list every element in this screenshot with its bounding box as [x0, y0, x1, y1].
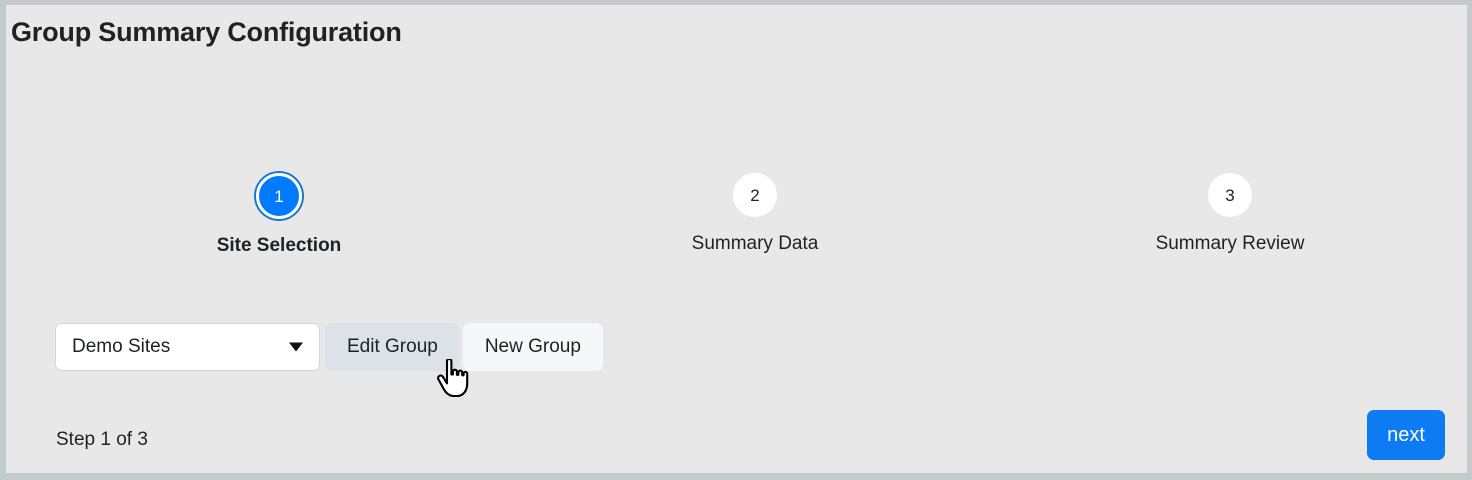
stepper-step-3-label: Summary Review [1155, 233, 1305, 254]
group-controls-row: Demo Sites Edit Group New Group [55, 323, 603, 371]
group-select-value: Demo Sites [72, 336, 171, 357]
stepper-step-2-label: Summary Data [691, 233, 819, 254]
page-title: Group Summary Configuration [11, 17, 402, 47]
stepper-step-2-circle: 2 [733, 173, 777, 217]
step-progress-indicator: 1 Site Selection 2 Summary Data 3 Summar… [6, 173, 1467, 273]
stepper-step-1-label: Site Selection [216, 235, 342, 256]
stepper-step-1-circle: 1 [256, 173, 302, 219]
stepper-step-3[interactable]: 3 Summary Review [1080, 173, 1380, 255]
group-select[interactable]: Demo Sites [55, 323, 320, 371]
stepper-step-2[interactable]: 2 Summary Data [605, 173, 905, 255]
stepper-step-1[interactable]: 1 Site Selection [129, 173, 429, 257]
step-counter-text: Step 1 of 3 [56, 429, 148, 450]
new-group-button[interactable]: New Group [462, 323, 603, 371]
next-button[interactable]: next [1367, 410, 1445, 460]
configuration-page: Group Summary Configuration 1 Site Selec… [6, 5, 1467, 473]
stepper-step-3-circle: 3 [1208, 173, 1252, 217]
edit-group-button[interactable]: Edit Group [325, 323, 460, 371]
chevron-down-icon [289, 342, 303, 352]
